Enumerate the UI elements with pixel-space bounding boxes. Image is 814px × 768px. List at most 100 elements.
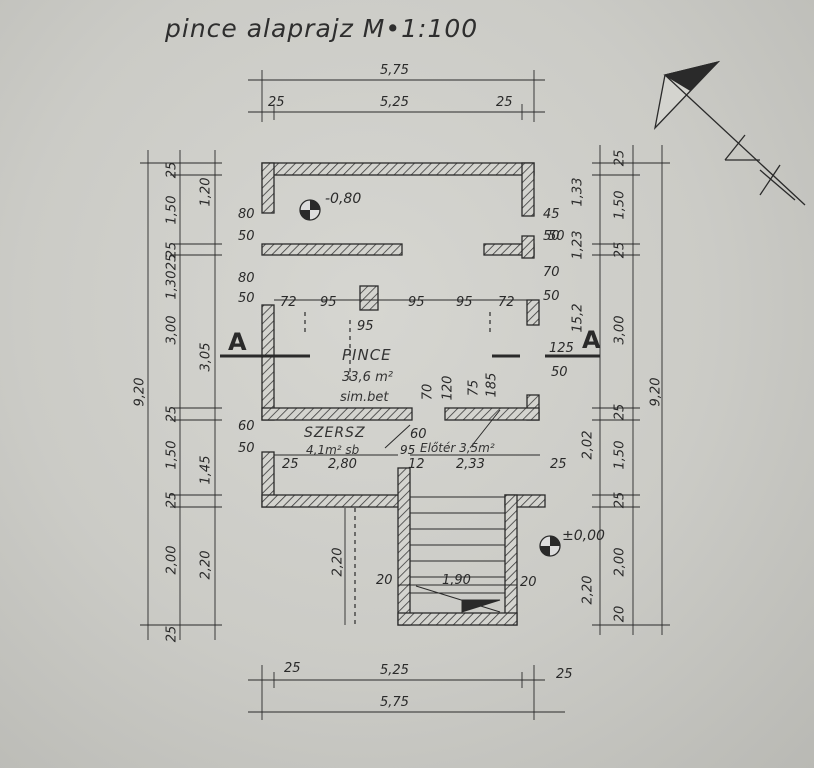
dim-60: 60: [238, 419, 255, 434]
dim-row-95a: 95: [320, 295, 337, 310]
dim-left-25e: 25: [164, 491, 180, 509]
dim-right-inner-220: 2,20: [580, 575, 596, 605]
dim-stair-20b: 20: [520, 575, 537, 590]
room-pince-area: 33,6 m²: [342, 370, 393, 385]
dim-top-right-wall: 25: [496, 95, 513, 110]
level-upper: -0,80: [325, 191, 362, 207]
stair-wall-bottom: [397, 612, 518, 626]
dim-stair-220: 2,20: [330, 547, 346, 577]
dim-inner-60: 60: [410, 427, 427, 442]
dim-inner-185: 185: [484, 372, 500, 398]
north-arrow: [653, 60, 806, 206]
stair-wall-left: [397, 467, 411, 626]
dim-50b: 50: [238, 291, 255, 306]
dim-80a: 80: [238, 207, 255, 222]
dim-right-inner-123: 1,23: [570, 230, 586, 260]
dim-right-25b: 25: [612, 241, 628, 259]
level-lower: ±0,00: [562, 528, 605, 544]
dim-left-25c: 25: [164, 253, 180, 271]
dim-mid-25: 25: [282, 457, 299, 472]
dim-right-50b: 50: [543, 289, 560, 304]
dim-left-150: 1,50: [164, 195, 180, 225]
dim-left-total: 9,20: [132, 377, 148, 407]
dim-right-50-top: 50: [548, 229, 565, 244]
dim-right-20: 20: [612, 605, 628, 623]
room-eloter: Előtér 3,5m²: [420, 441, 495, 455]
dim-70: 70: [543, 265, 560, 280]
dim-right-300: 3,00: [612, 315, 628, 345]
room-pince-name: PINCE: [342, 346, 392, 364]
wall-top: [261, 162, 535, 176]
dimension-lines: [140, 70, 670, 720]
dim-right-inner-202: 2,02: [580, 430, 596, 460]
dim-bottom-right-wall: 25: [556, 667, 573, 682]
dim-left-25d: 25: [164, 405, 180, 423]
dim-right-200: 2,00: [612, 547, 628, 577]
dim-right-25a: 25: [612, 149, 628, 167]
dim-left-200: 2,00: [164, 545, 180, 575]
stairs: [410, 496, 505, 613]
dim-50a: 50: [238, 229, 255, 244]
dim-row-95c: 95: [456, 295, 473, 310]
dim-left-150b: 1,50: [164, 440, 180, 470]
dim-inner-75: 75: [466, 379, 482, 397]
dim-bottom-overall: 5,75: [380, 695, 409, 710]
dim-stair-190: 1,90: [442, 573, 471, 588]
dim-mid-12: 12: [408, 457, 425, 472]
dim-left-inner-305: 3,05: [198, 342, 214, 372]
dim-right-25c: 25: [612, 403, 628, 421]
dim-right-25d: 25: [612, 491, 628, 509]
dim-45: 45: [543, 207, 560, 222]
dim-left-inner-145: 1,45: [198, 455, 214, 485]
dim-mid-25b: 25: [550, 457, 567, 472]
dim-right-150b: 1,50: [612, 440, 628, 470]
dim-inner-70: 70: [420, 383, 436, 401]
dim-mid-280: 2,80: [328, 457, 357, 472]
chimney-box: [359, 285, 379, 311]
wall-lower-left: [261, 407, 413, 421]
drawing-title: pince alaprajz M•1:100: [165, 14, 479, 43]
level-marker-lower: [539, 535, 561, 557]
partition-right-stub: [521, 235, 535, 259]
dim-80b: 80: [238, 271, 255, 286]
wall-right-upper: [521, 162, 535, 217]
dim-inner-120: 120: [440, 375, 456, 401]
dim-top-overall: 5,75: [380, 63, 409, 78]
dim-right-total: 9,20: [648, 377, 664, 407]
section-label-right: A: [582, 326, 601, 354]
dim-125: 125: [549, 341, 574, 356]
wall-left-upper: [261, 162, 275, 214]
dim-right-inner-133: 1,33: [570, 177, 586, 207]
walls: [261, 162, 546, 626]
dim-left-25f: 25: [164, 625, 180, 643]
dim-left-300: 3,00: [164, 315, 180, 345]
section-label-left: A: [228, 328, 247, 356]
dim-row-72b: 72: [498, 295, 515, 310]
dim-left-inner-220: 2,20: [198, 550, 214, 580]
level-marker-upper: [299, 199, 321, 221]
dim-top-left-wall: 25: [268, 95, 285, 110]
dim-left-25a: 25: [164, 161, 180, 179]
wall-lower-right: [444, 407, 540, 421]
dim-left-inner-120: 1,20: [198, 177, 214, 207]
leader-lines: [384, 409, 501, 449]
dim-bottom-inner: 5,25: [380, 663, 409, 678]
dim-mid-233: 2,33: [456, 457, 485, 472]
wall-left-mid: [261, 304, 275, 421]
dim-top-inner: 5,25: [380, 95, 409, 110]
wall-right-mid-a: [526, 299, 540, 326]
room-szersz-name: SZERSZ: [304, 425, 366, 441]
dim-row-95b: 95: [408, 295, 425, 310]
room-szersz-area: 4,1m² sb: [306, 443, 360, 457]
dim-50c: 50: [238, 441, 255, 456]
room-pince-floor: sim.bet: [340, 390, 389, 405]
door-marks: [304, 312, 491, 625]
dim-inner-95: 95: [357, 319, 374, 334]
dim-right-150: 1,50: [612, 190, 628, 220]
dim-right-50a: 50: [543, 229, 560, 244]
wall-bottom-left: [261, 494, 408, 508]
dim-stair-20a: 20: [376, 573, 393, 588]
dim-right-50c: 50: [551, 365, 568, 380]
